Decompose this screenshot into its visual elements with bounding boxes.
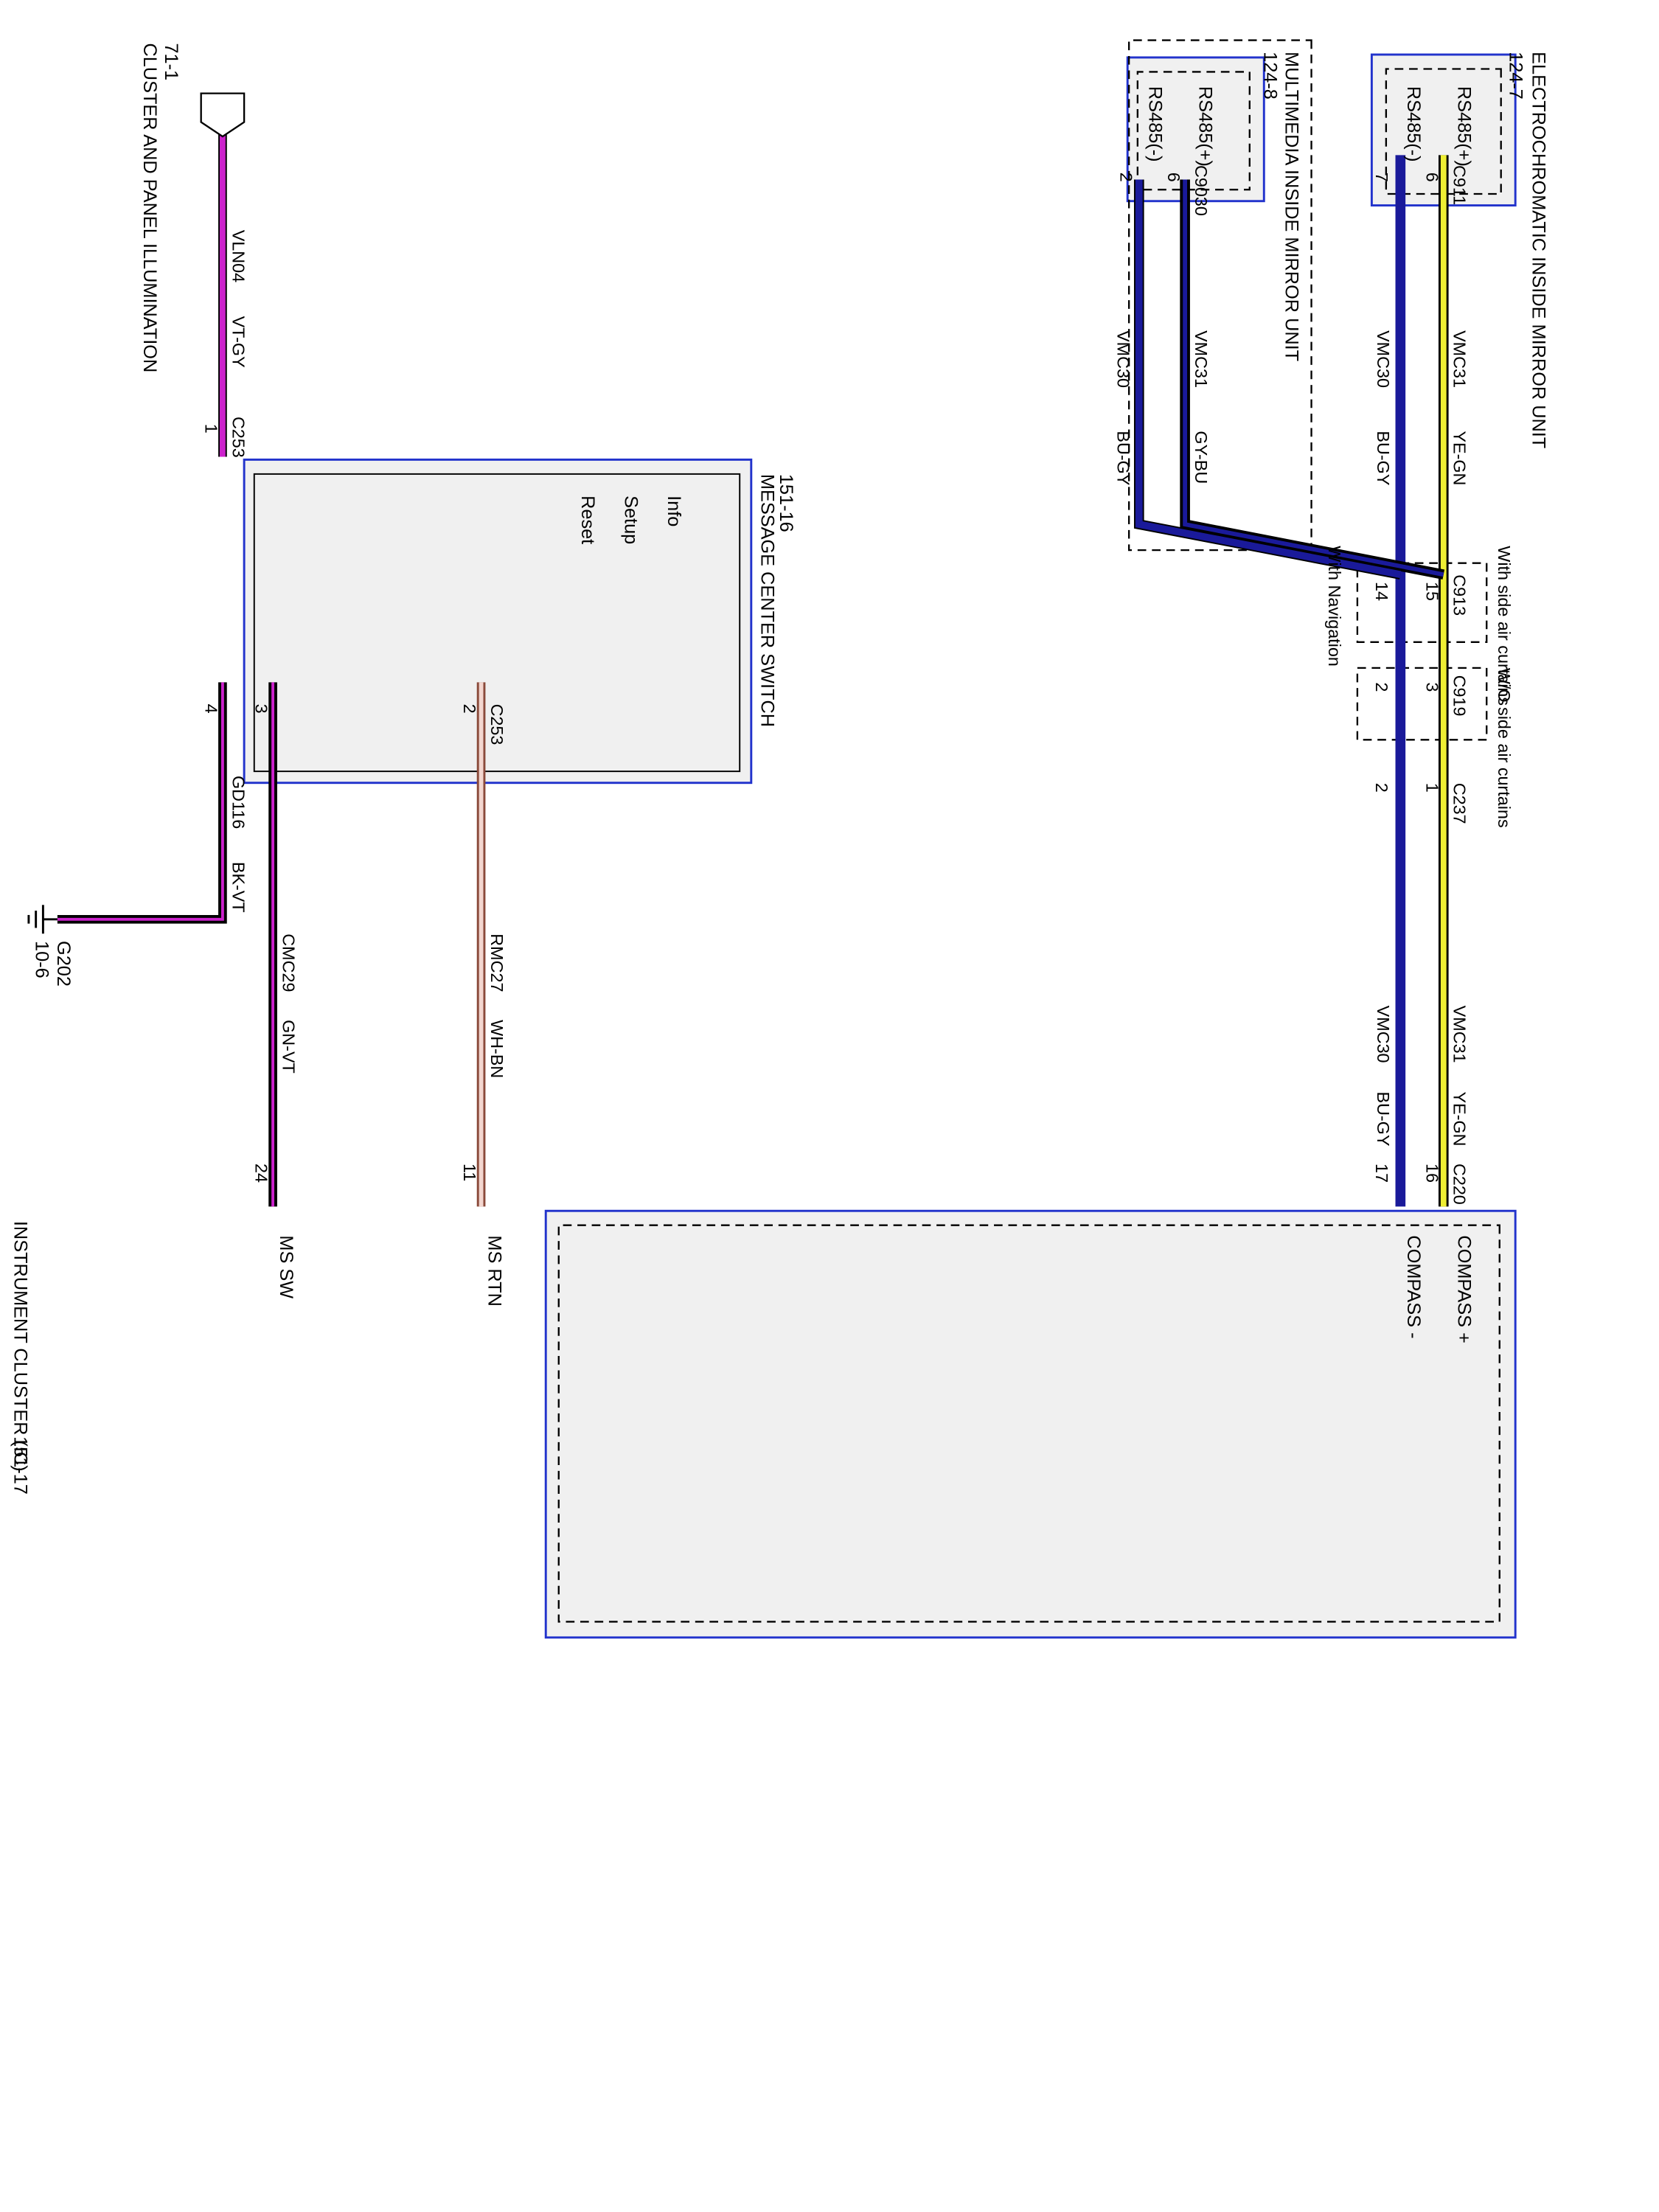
wire4-color: BU-GY <box>1114 431 1133 485</box>
pin-c911-7: 7 <box>1372 173 1391 182</box>
pin-c9030-2: 2 <box>1116 173 1135 182</box>
pin-c237-2: 2 <box>1372 783 1391 793</box>
c9030-label: C9030 <box>1192 165 1211 216</box>
pin-c253-3: 3 <box>252 704 271 714</box>
ground-id: G202 <box>53 941 74 987</box>
note-with-navigation: With Navigation <box>1325 546 1344 667</box>
note-with-side-air: With side air curtains <box>1495 546 1514 706</box>
pin-c919-2: 2 <box>1372 682 1391 692</box>
message-center-switch <box>243 458 753 785</box>
pin-c253-1: 1 <box>202 424 221 434</box>
c237-label: C237 <box>1450 783 1469 824</box>
pin-c9030-6: 6 <box>1164 173 1183 182</box>
wiring-diagram: ELECTROCHROMATIC INSIDE MIRROR UNIT 124-… <box>10 39 1549 1639</box>
mm-mirror-ref: 124-8 <box>1259 52 1280 100</box>
pin-c220-17: 17 <box>1372 1164 1391 1183</box>
wire2-color: BU-GY <box>1374 431 1393 485</box>
msg-switch-ref: 151-16 <box>776 474 796 532</box>
mm-pin-minus: RS485(-) <box>1144 86 1165 162</box>
c911-label: C911 <box>1450 165 1469 205</box>
ec-pin-plus: RS485(+) <box>1453 86 1474 167</box>
ground-ref: 10-6 <box>32 941 52 978</box>
instrument-cluster <box>544 1209 1517 1639</box>
pin-ic-24: 24 <box>252 1164 271 1183</box>
c220-label: C220 <box>1450 1164 1469 1205</box>
wire5-color: YE-GN <box>1450 1092 1469 1147</box>
wire-bu-gy-nav <box>1133 179 1402 580</box>
illumination-connector-icon <box>200 92 246 138</box>
ec-mirror-ref: 124-7 <box>1505 52 1526 100</box>
navigation-option-region <box>1127 39 1312 552</box>
pin-c237-1: 1 <box>1422 783 1441 793</box>
pin-ic-11: 11 <box>460 1164 479 1181</box>
c919-label: C919 <box>1450 675 1469 717</box>
wire6-circuit: VMC30 <box>1374 1006 1393 1063</box>
pin-c919-3: 3 <box>1422 682 1441 692</box>
wire5-circuit: VMC31 <box>1450 1006 1469 1063</box>
wire10-color: BK-VT <box>229 862 248 913</box>
cluster-name: INSTRUMENT CLUSTER (IC) <box>10 1221 30 1472</box>
wire9-color: GN-VT <box>279 1020 299 1074</box>
c253-label-bottom: C253 <box>487 704 507 745</box>
wire-gy-bu <box>1180 179 1445 580</box>
ic-compass-plus: COMPASS + <box>1453 1235 1474 1343</box>
wire3-circuit: VMC31 <box>1192 330 1211 388</box>
wire-bk-vt <box>57 682 227 924</box>
wire1-color: YE-GN <box>1450 431 1469 485</box>
c253-label-top: C253 <box>229 417 248 458</box>
mm-pin-plus: RS485(+) <box>1195 86 1216 167</box>
wire3-color: GY-BU <box>1192 431 1211 484</box>
mm-mirror-unit <box>1126 56 1265 203</box>
ground-symbol <box>27 905 58 934</box>
c913-connector-box <box>1356 562 1488 643</box>
pin-c913-15: 15 <box>1422 582 1441 601</box>
pin-c911-6: 6 <box>1422 173 1441 182</box>
mm-mirror-name: MULTIMEDIA INSIDE MIRROR UNIT <box>1281 52 1301 361</box>
ic-ms-sw: MS SW <box>276 1235 296 1298</box>
illum-name: CLUSTER AND PANEL ILLUMINATION <box>139 43 160 372</box>
pin-c913-14: 14 <box>1372 582 1391 601</box>
wire8-circuit: RMC27 <box>487 933 507 992</box>
btn-setup-label: Setup <box>620 495 641 544</box>
wire8-color: WH-BN <box>487 1020 507 1078</box>
btn-reset-label: Reset <box>577 495 598 544</box>
pin-c220-16: 16 <box>1422 1164 1441 1183</box>
ic-compass-minus: COMPASS - <box>1403 1235 1424 1338</box>
wire2-circuit: VMC30 <box>1374 330 1393 388</box>
msg-switch-name: MESSAGE CENTER SWITCH <box>757 474 777 727</box>
cluster-ref: 151-17 <box>10 1436 30 1495</box>
pin-c253-2: 2 <box>460 704 479 714</box>
illum-ref: 71-1 <box>161 43 181 80</box>
wire10-circuit: GD116 <box>229 776 248 829</box>
wire9-circuit: CMC29 <box>279 933 299 992</box>
wire7-circuit: VLN04 <box>229 230 248 282</box>
pin-c253-4: 4 <box>202 704 221 714</box>
ec-pin-minus: RS485(-) <box>1403 86 1424 162</box>
note-wo-side-air: W/O side air curtains <box>1495 668 1514 828</box>
ic-ms-rtn: MS RTN <box>484 1235 504 1307</box>
ec-mirror-name: ELECTROCHROMATIC INSIDE MIRROR UNIT <box>1528 52 1549 448</box>
wire4-circuit: VMC30 <box>1114 330 1133 388</box>
wire7-color: VT-GY <box>229 316 248 369</box>
c913-label: C913 <box>1450 574 1469 616</box>
wiring-diagram-canvas: ELECTROCHROMATIC INSIDE MIRROR UNIT 124-… <box>10 39 1549 1639</box>
btn-info-label: Info <box>664 495 684 526</box>
c919-connector-box <box>1356 667 1488 741</box>
wire6-color: BU-GY <box>1374 1092 1393 1147</box>
wire1-circuit: VMC31 <box>1450 330 1469 388</box>
